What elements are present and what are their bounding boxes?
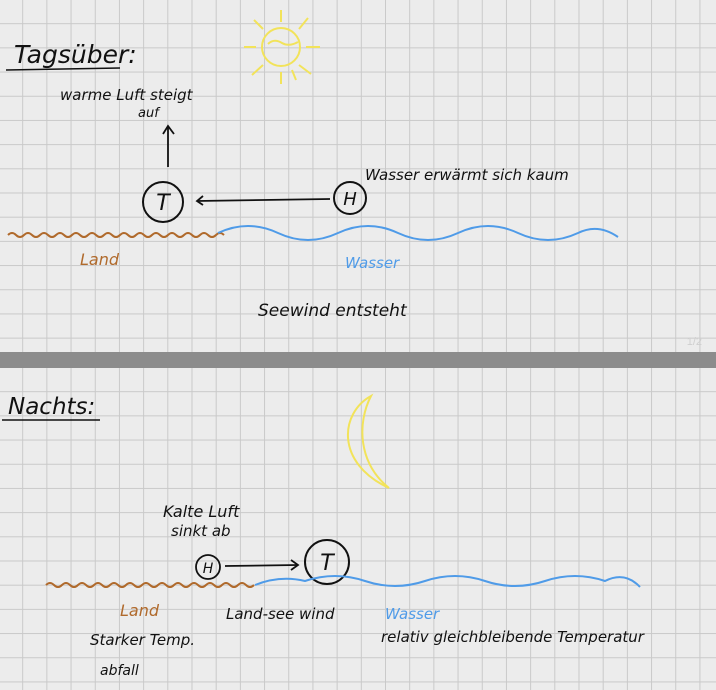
water-line: [217, 225, 619, 241]
wind-arrow-icon: [195, 195, 331, 206]
note-page-1: Tagsüber: warme Luft steigt auf T: [0, 0, 716, 352]
sinking-air-line1: Kalte Luft: [163, 502, 240, 521]
water-label: Wasser: [385, 605, 440, 623]
page-number: 1/2: [686, 336, 702, 348]
heading-night: Nachts:: [8, 394, 95, 420]
page-1-drawing: Tagsüber: warme Luft steigt auf T: [5, 10, 619, 321]
up-arrow-icon: [162, 124, 175, 167]
heading-underline: [5, 67, 121, 71]
page-separator: [0, 352, 716, 368]
high-pressure-marker: H: [195, 554, 221, 580]
rising-air-line1: warme Luft steigt: [60, 86, 194, 104]
low-pressure-marker: T: [142, 181, 184, 223]
moon-icon: [346, 393, 390, 489]
water-label: Wasser: [345, 254, 400, 272]
sinking-air-line2: sinkt ab: [171, 522, 231, 540]
land-note-line2: abfall: [100, 663, 139, 679]
land-note-line1: Starker Temp.: [90, 631, 195, 649]
sun-icon: [244, 10, 320, 84]
water-note: relativ gleichbleibende Temperatur: [381, 628, 645, 646]
wind-arrow-icon: [224, 559, 300, 571]
land-line: [7, 232, 225, 238]
rising-air-line2: auf: [138, 106, 161, 121]
page-2-drawing: Nachts: Kalte Luft sinkt ab H T Land Lan…: [2, 393, 645, 679]
note-page-2: Nachts: Kalte Luft sinkt ab H T Land Lan…: [0, 368, 716, 690]
low-pressure-marker: T: [304, 539, 350, 585]
low-pressure-symbol: T: [156, 191, 171, 216]
wind-caption: Land-see wind: [226, 605, 335, 623]
low-pressure-symbol: T: [320, 551, 335, 576]
wind-caption: Seewind entsteht: [258, 301, 408, 321]
heading-daytime: Tagsüber:: [14, 40, 137, 69]
land-line: [45, 582, 255, 588]
high-pressure-marker: H: [333, 181, 367, 215]
high-pressure-symbol: H: [203, 561, 214, 577]
water-line: [254, 575, 641, 588]
high-pressure-symbol: H: [343, 189, 357, 210]
land-label: Land: [80, 250, 120, 269]
land-label: Land: [120, 601, 160, 620]
water-note: Wasser erwärmt sich kaum: [365, 166, 569, 184]
